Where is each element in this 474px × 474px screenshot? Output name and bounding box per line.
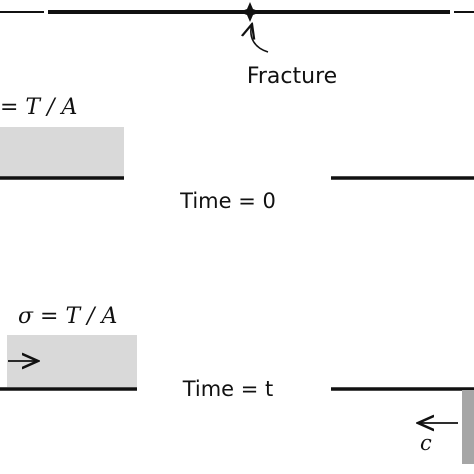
wave-speed-label: c — [420, 431, 432, 455]
stress-label-bottom: σ = T / A — [18, 304, 117, 329]
panel-time-0: = T / A Time = 0 — [0, 95, 474, 213]
fracture-star-icon — [239, 2, 261, 22]
panel-time-t: σ = T / A c Time = t — [0, 304, 474, 464]
time-t-label: Time = t — [182, 377, 274, 401]
stress-label-top: = T / A — [0, 95, 77, 120]
fracture-label: Fracture — [247, 64, 337, 89]
stress-block-top — [0, 127, 124, 177]
time-0-label: Time = 0 — [179, 189, 276, 213]
unloading-wave-block — [462, 390, 474, 464]
fracture-pointer-arrow — [251, 24, 269, 53]
